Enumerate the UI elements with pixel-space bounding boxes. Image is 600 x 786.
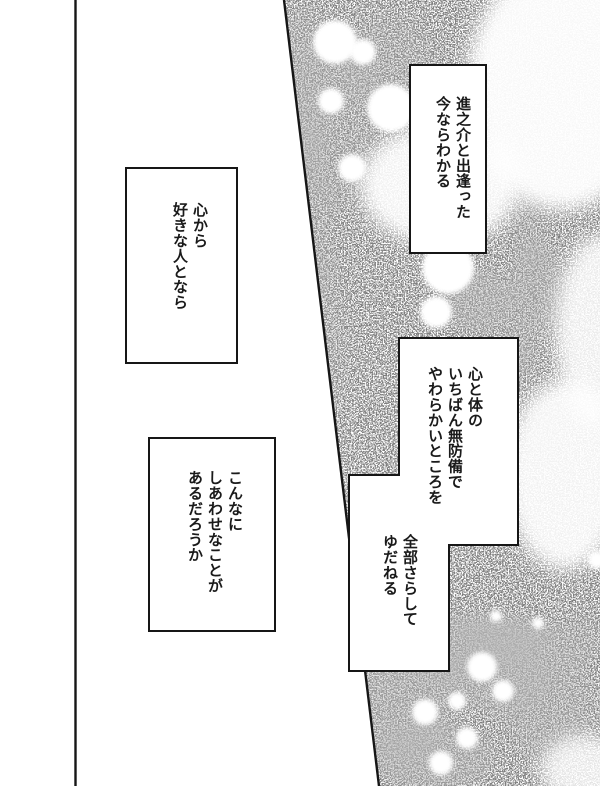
narration-text-lower-left: こんなに しあわせなことが あるだろうか: [186, 470, 244, 594]
narration-box-top-right: [409, 64, 487, 254]
narration-text-top-right: 進之介と出逢った 今ならわかる: [434, 96, 472, 220]
narration-text-right-lower: 全部さらして ゆだねる: [381, 534, 419, 627]
narration-box-lower-left: [148, 437, 276, 632]
narration-text-upper-left: 心から 好きな人となら: [171, 202, 209, 310]
narration-box-right-stepped: [348, 337, 519, 672]
narration-box-upper-left: [125, 167, 238, 364]
bokeh-dots: [313, 20, 600, 775]
narration-text-right-upper: 心と体の いちばん無防備で やわらかいところを: [426, 366, 484, 505]
